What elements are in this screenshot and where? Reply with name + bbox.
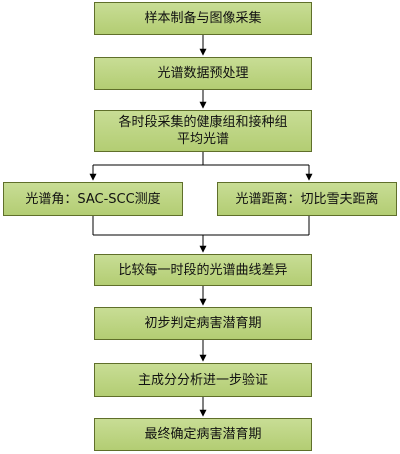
step-pca-verify: 主成分分析进一步验证	[94, 363, 312, 397]
step-average-spectra-line2: 平均光谱	[176, 132, 229, 147]
step-compare-curves: 比较每一时段的光谱曲线差异	[94, 254, 312, 286]
step-final-incubation-label: 最终确定病害潜育期	[144, 427, 262, 442]
step-spectral-distance: 光谱距离：切比雪夫距离	[217, 182, 397, 216]
step-spectral-preprocess: 光谱数据预处理	[94, 57, 312, 90]
step-preliminary-incubation: 初步判定病害潜育期	[94, 307, 312, 340]
step-spectral-angle-label: 光谱角：SAC-SCC测度	[25, 191, 161, 207]
step-spectral-angle: 光谱角：SAC-SCC测度	[3, 182, 183, 216]
step-spectral-preprocess-label: 光谱数据预处理	[157, 66, 249, 81]
step-pca-verify-label: 主成分分析进一步验证	[137, 372, 268, 388]
step-preliminary-incubation-label: 初步判定病害潜育期	[144, 316, 262, 331]
step-average-spectra-line1: 各时段采集的健康组和接种组	[118, 115, 288, 130]
step-sample-prep-label: 样本制备与图像采集	[144, 11, 262, 26]
step-sample-prep: 样本制备与图像采集	[94, 2, 312, 35]
step-spectral-distance-label: 光谱距离：切比雪夫距离	[235, 191, 379, 207]
step-final-incubation: 最终确定病害潜育期	[94, 418, 312, 451]
step-compare-curves-label: 比较每一时段的光谱曲线差异	[118, 262, 288, 278]
step-average-spectra: 各时段采集的健康组和接种组 平均光谱	[94, 110, 312, 152]
